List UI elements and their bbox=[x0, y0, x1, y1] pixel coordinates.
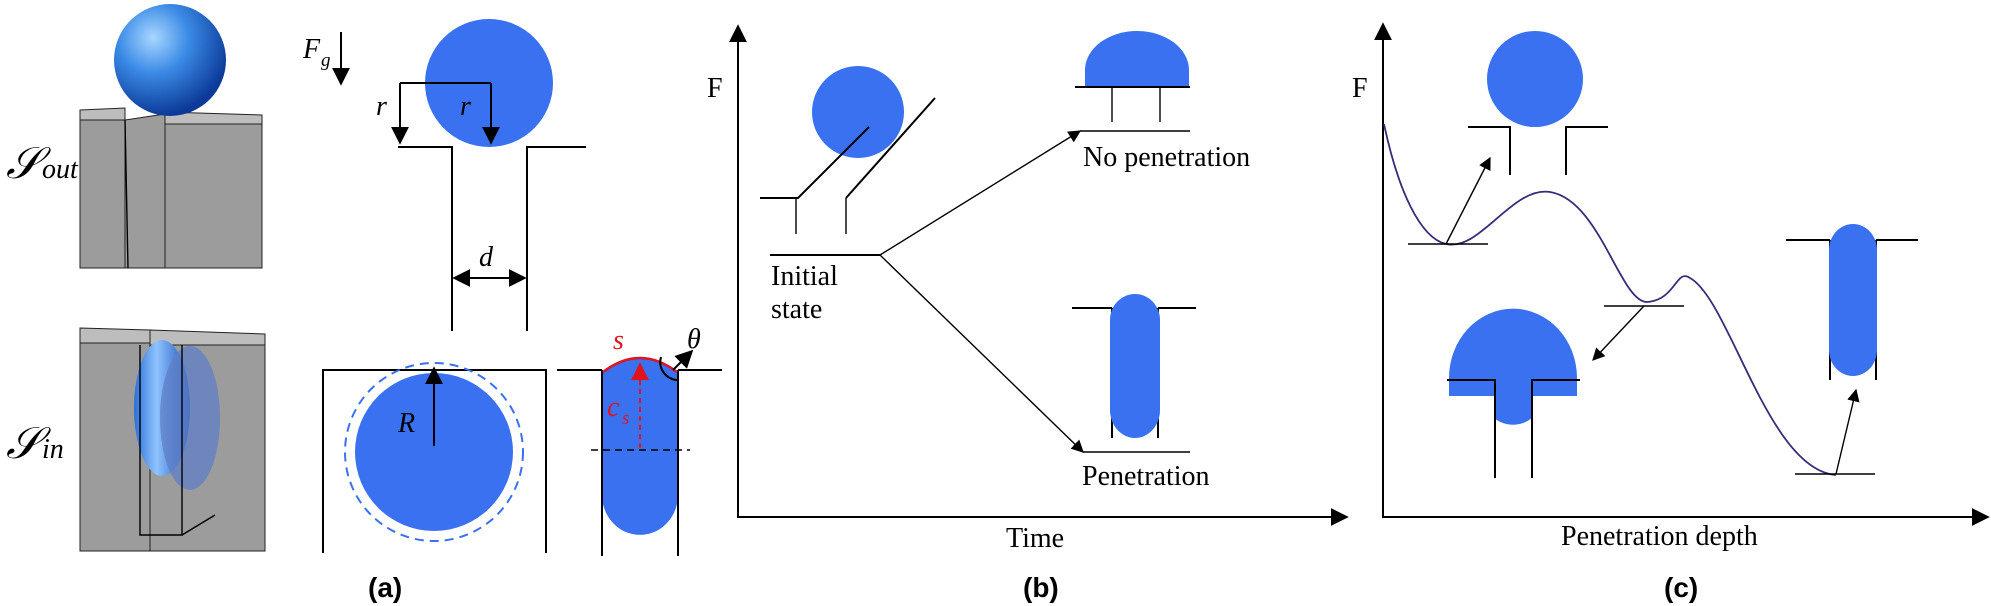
r-label-left: r bbox=[376, 91, 387, 122]
topview-droplet bbox=[355, 373, 513, 531]
no-penetration-droplet bbox=[1085, 31, 1189, 87]
arrow-to-no-penetration bbox=[879, 130, 1082, 256]
initial-label-2: state bbox=[771, 294, 822, 325]
d-label: d bbox=[479, 242, 494, 273]
penetration-label: Penetration bbox=[1082, 461, 1210, 492]
initial-slot-right bbox=[845, 97, 936, 199]
wall-gap-face bbox=[124, 113, 166, 269]
panel-b: F Time Initial state No penetration Pene… bbox=[707, 24, 1349, 603]
cap-arc bbox=[602, 356, 678, 373]
inset1-wall-right bbox=[1565, 126, 1608, 175]
cylinder-droplet-cap bbox=[160, 346, 220, 490]
panel-a: F g r r d R s c s θ (a) bbox=[302, 19, 722, 603]
inset3-droplet bbox=[1829, 224, 1877, 376]
label-s-out: 𝒮 out bbox=[6, 139, 79, 188]
theta-label: θ bbox=[687, 324, 701, 355]
render-s-out bbox=[79, 4, 263, 269]
time-label: Time bbox=[1006, 523, 1064, 554]
s-out-subscript: out bbox=[42, 154, 79, 185]
panel-c: F Penetration depth (c) bbox=[1352, 22, 1990, 603]
label-s-in: 𝒮 in bbox=[6, 419, 64, 468]
slot-wall-right bbox=[526, 146, 586, 331]
dashed-circle bbox=[344, 362, 524, 542]
inset3-arrow bbox=[1835, 388, 1860, 475]
inset2-wall-left bbox=[1447, 379, 1496, 478]
wall-left-block bbox=[79, 119, 126, 269]
inset2-droplet bbox=[1449, 308, 1577, 425]
gap-edge bbox=[124, 119, 129, 269]
inset1-arrow bbox=[1445, 156, 1491, 245]
panel-a-label: (a) bbox=[368, 572, 402, 603]
theta-arc bbox=[659, 356, 678, 381]
R-label: R bbox=[397, 408, 415, 439]
panel-c-label: (c) bbox=[1664, 572, 1698, 603]
inset2-wall-right bbox=[1531, 379, 1580, 478]
cs-subscript: s bbox=[622, 408, 629, 429]
fg-subscript: g bbox=[321, 50, 331, 71]
slot-outline bbox=[139, 345, 183, 536]
energy-curve bbox=[1383, 123, 1837, 476]
c-f-axis-label: F bbox=[1352, 73, 1368, 104]
wall-right-block bbox=[164, 123, 263, 269]
penetration-depth-label: Penetration depth bbox=[1561, 521, 1758, 552]
wall-top-left-2 bbox=[79, 327, 151, 346]
initial-slot-left bbox=[760, 126, 870, 199]
inset1-wall-left bbox=[1468, 126, 1511, 175]
theta-arrow bbox=[672, 349, 694, 371]
sphere-render bbox=[114, 4, 226, 116]
no-penetration-label: No penetration bbox=[1083, 142, 1250, 173]
s-in-subscript: in bbox=[42, 434, 64, 465]
initial-droplet bbox=[812, 66, 904, 158]
s-label: s bbox=[613, 325, 624, 356]
arrow-to-penetration bbox=[879, 254, 1084, 453]
inset2-arrow bbox=[1592, 305, 1645, 361]
panel-b-label: (b) bbox=[1023, 572, 1059, 603]
b-f-axis-label: F bbox=[707, 73, 723, 104]
fg-label: F bbox=[302, 34, 321, 65]
slot-wall-left bbox=[398, 146, 453, 331]
r-label-right: r bbox=[460, 91, 471, 122]
slot-outline-depth bbox=[181, 514, 216, 536]
penetration-droplet bbox=[1110, 294, 1160, 438]
initial-label-1: Initial bbox=[771, 261, 838, 292]
render-s-in bbox=[79, 327, 266, 552]
inset1-droplet bbox=[1487, 31, 1583, 127]
cs-label: c bbox=[607, 392, 620, 423]
